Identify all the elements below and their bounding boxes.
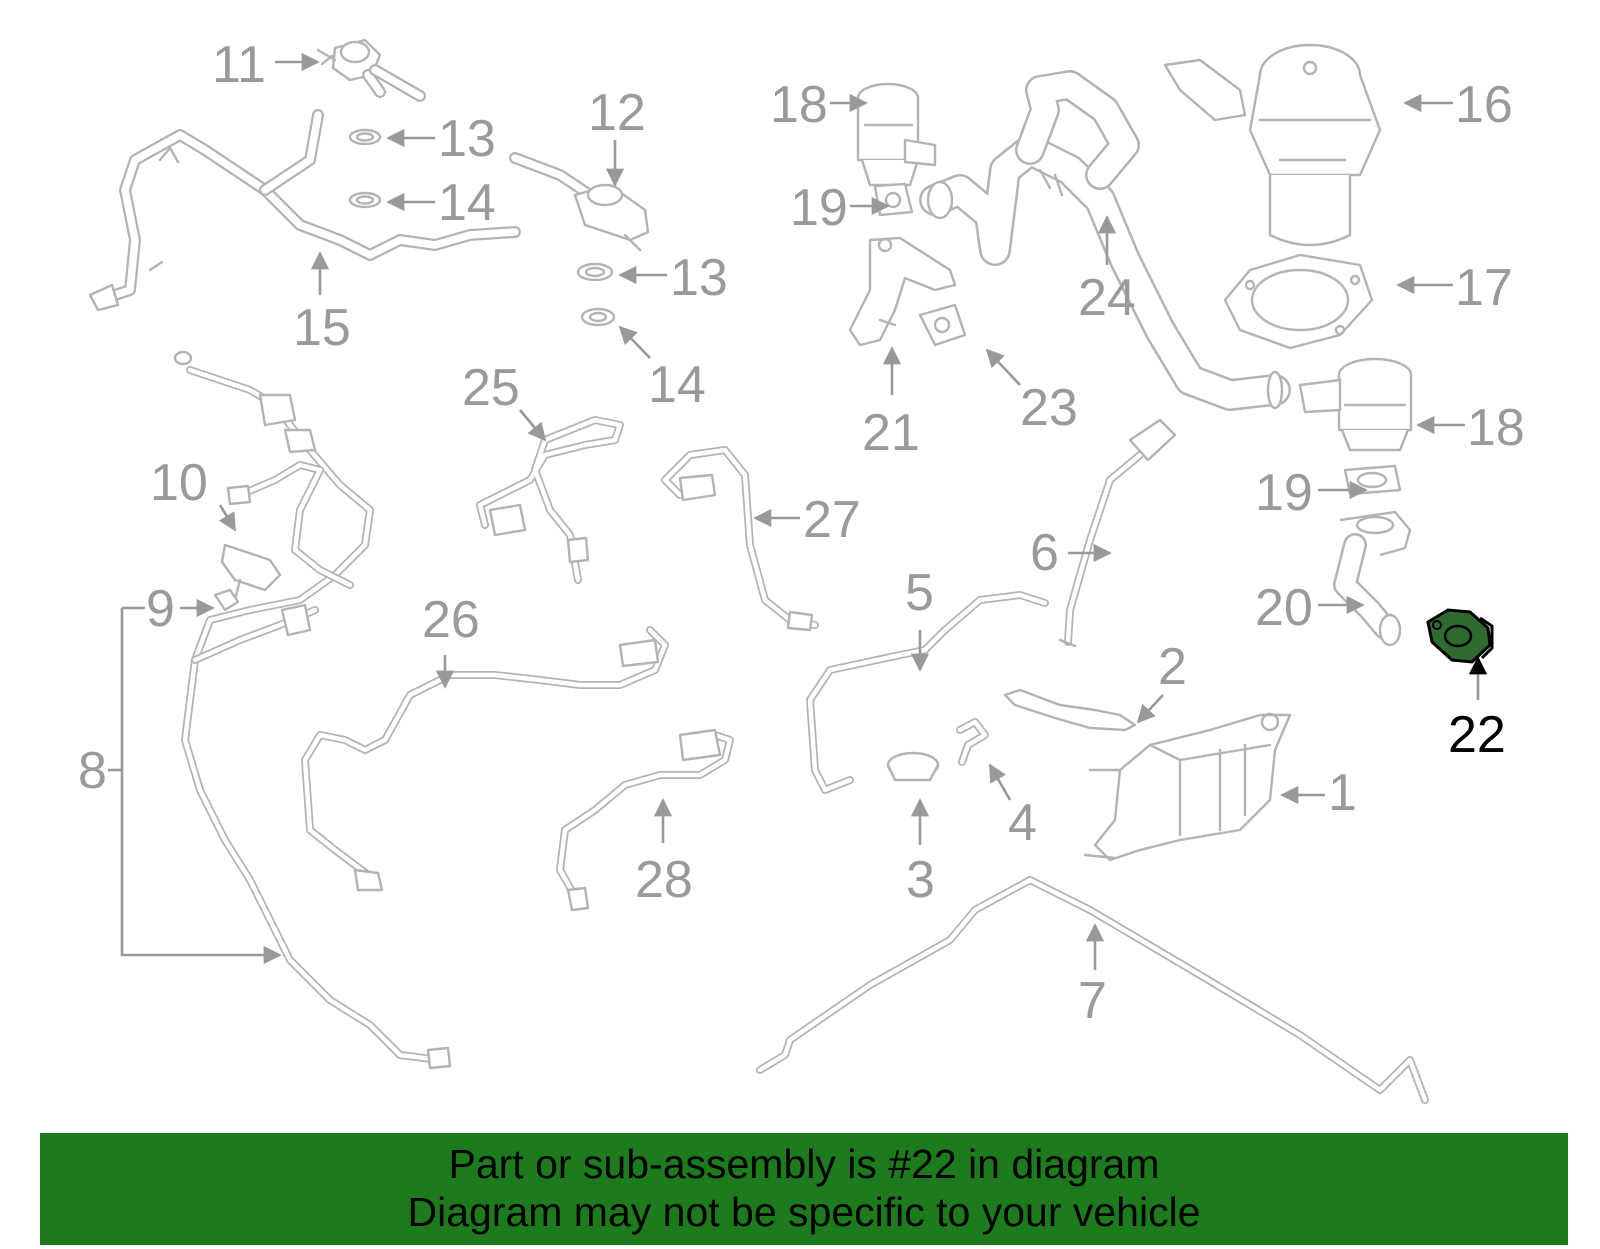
callout-19: 19 [790,179,848,237]
callout-28: 28 [635,851,693,909]
part-3-valve [886,751,940,782]
callout-15: 15 [293,299,351,357]
callout-19b: 19 [1255,464,1313,522]
callout-10: 10 [150,454,208,512]
part-23-gasket [918,303,967,347]
callout-20: 20 [1255,579,1313,637]
callout-7: 7 [1078,972,1107,1030]
part-25-sensor-wire [476,416,624,584]
part-26-sensor-wire [301,626,669,892]
part-16-air-pump [1163,43,1382,247]
part-21-pipe [848,236,957,347]
callout-23: 23 [1020,379,1078,437]
callout-27: 27 [803,491,861,549]
leader-lines [108,52,1488,970]
callout-9: 9 [146,580,175,638]
callout-5: 5 [905,564,934,622]
callout-6: 6 [1030,524,1059,582]
banner-disclaimer: Diagram may not be specific to your vehi… [407,1189,1201,1235]
part-14-seal [348,191,382,209]
callout-25: 25 [462,359,520,417]
callout-26: 26 [422,591,480,649]
part-28-sensor-wire [556,728,734,912]
callout-labels: 1 2 3 4 5 6 7 8 9 10 11 12 13 13 14 14 1… [78,36,1525,1030]
banner-part-note: Part or sub-assembly is #22 in diagram [448,1141,1160,1187]
part-17-gasket [1223,253,1374,350]
part-18-check-valve-right [1298,357,1413,452]
part-14-seal-2 [580,307,616,327]
part-1-canister [1083,712,1292,862]
callout-8: 8 [78,742,107,800]
part-2-bracket [1003,688,1137,732]
callout-2: 2 [1158,638,1187,696]
part-18-check-valve-top [856,82,937,187]
part-13-seal [348,128,382,146]
part-13-seal-inner [355,132,375,142]
part-20-pipe [1333,510,1412,647]
callout-22: 22 [1448,706,1506,764]
part-11-valve [316,38,426,102]
part-14-seal-2-inner [588,311,608,323]
callout-4: 4 [1008,794,1037,852]
part-4-clip [956,718,989,766]
part-13-seal-2 [576,262,614,282]
callout-13: 13 [438,110,496,168]
callout-1: 1 [1328,764,1357,822]
part-22-gasket-highlighted [1426,608,1494,664]
callout-14b: 14 [648,356,706,414]
part-5-line [806,591,1049,794]
callout-24: 24 [1078,269,1136,327]
part-13-seal-2-inner [584,266,606,278]
callout-11: 11 [212,36,266,94]
callout-18b: 18 [1467,399,1525,457]
part-19-gasket-top [873,182,914,217]
callout-14: 14 [438,174,496,232]
part-9-clip [213,588,240,612]
callout-17: 17 [1455,259,1513,317]
callout-3: 3 [906,851,935,909]
part-27-sensor-wire [661,446,819,632]
callout-16: 16 [1455,76,1513,134]
part-7-line [756,876,1429,1104]
part-8-harness [173,350,452,1070]
callout-21: 21 [862,404,920,462]
info-banner: Part or sub-assembly is #22 in diagram D… [40,1133,1568,1245]
part-6-line [1058,418,1177,648]
part-12-sensor [509,152,650,252]
callout-18: 18 [770,76,828,134]
callout-13b: 13 [670,249,728,307]
part-14-seal-inner [355,195,375,205]
part-15-hose [88,109,521,312]
part-24-hose [919,70,1291,411]
callout-12: 12 [588,84,646,142]
